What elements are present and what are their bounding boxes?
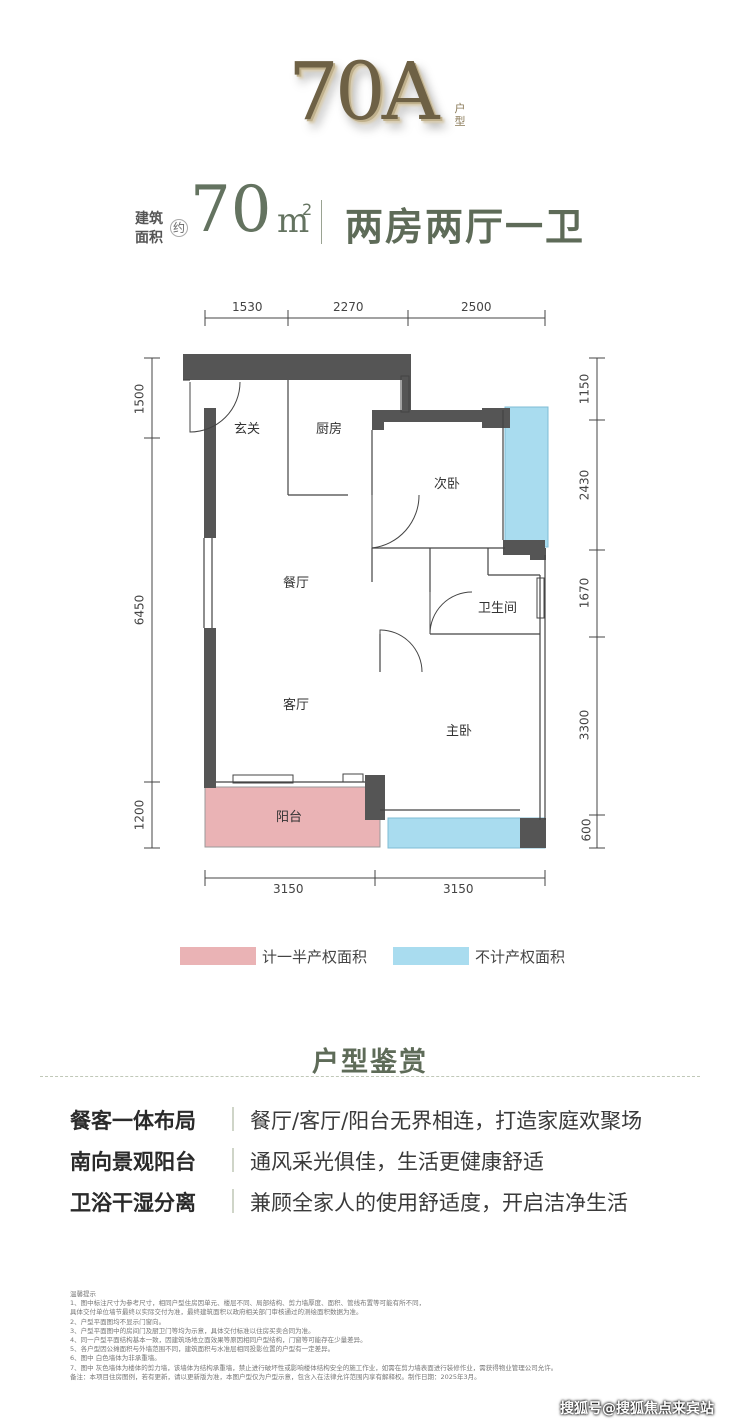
section-title: 户型鉴赏 <box>312 1047 428 1078</box>
notes-line: 1、图中标注尺寸为参考尺寸，相同户型住房因单元、楼层不同、局部结构、剪力墙厚度、… <box>70 1299 426 1308</box>
room-second-bedroom: 次卧 <box>434 477 461 492</box>
legend-swatch-excluded <box>393 947 469 965</box>
east-bay-excluded-area <box>504 406 549 548</box>
area-unit: m <box>277 201 310 241</box>
dim-right-2: 2430 <box>577 469 592 501</box>
south-bay-excluded-area <box>387 817 546 849</box>
feature-title: 南向景观阳台 <box>70 1150 196 1174</box>
legend-label-excluded: 不计产权面积 <box>475 948 566 966</box>
room-master-bedroom: 主卧 <box>446 724 473 739</box>
legend-swatch-half-area <box>180 947 256 965</box>
feature-description: 兼顾全家人的使用舒适度，开启洁净生活 <box>250 1191 628 1215</box>
dim-top-1: 1530 <box>232 300 263 314</box>
balcony-half-area <box>204 786 381 848</box>
notes-line: 具体交付单位墙节最终以实际交付为准，最终建筑面积以政府相关部门审核通过的测绘面积… <box>70 1308 363 1317</box>
disclaimer-notes: 温馨提示 1、图中标注尺寸为参考尺寸，相同户型住房因单元、楼层不同、局部结构、剪… <box>70 1290 690 1382</box>
dim-left-1: 1500 <box>132 383 147 415</box>
room-kitchen: 厨房 <box>316 422 343 437</box>
unit-type: 两房两厅一卫 <box>345 205 586 249</box>
walls <box>183 354 546 848</box>
dim-left-2: 6450 <box>132 594 147 626</box>
dim-bottom-1: 3150 <box>273 882 304 896</box>
feature-title: 餐客一体布局 <box>70 1109 196 1133</box>
notes-line: 2、户型平面图均不显示门窗向。 <box>70 1317 166 1326</box>
feature-divider <box>232 1189 234 1213</box>
dim-right-4: 3300 <box>577 709 592 741</box>
area-qualifier: 约 <box>170 219 188 237</box>
notes-line: 备注：本项目住房图例，若有更新，请以更新版为准，本图户型仅为户型示意，包含入在法… <box>70 1372 481 1381</box>
feature-divider <box>232 1148 234 1172</box>
area-value: 70 <box>190 173 272 247</box>
room-living: 客厅 <box>283 698 310 713</box>
notes-line: 6、图中 白色墙体为非承重墙。 <box>70 1354 161 1363</box>
watermark: 搜狐号@搜狐焦点来宾站 <box>560 1401 714 1417</box>
legend-label-half-area: 计一半产权面积 <box>262 948 368 966</box>
room-balcony: 阳台 <box>276 810 303 825</box>
header-divider <box>321 200 322 244</box>
notes-heading: 温馨提示 <box>70 1290 96 1298</box>
area-unit-superscript: 2 <box>302 200 313 219</box>
notes-line: 5、各户型因公摊面积与外墙范围不同，建筑面积与水准层相同投影位置的户型有一定差异… <box>70 1345 335 1354</box>
floor-plan <box>144 310 605 886</box>
unit-code-suffix: 户型 <box>454 102 466 128</box>
unit-code-title: 70A <box>288 45 440 138</box>
dim-right-3: 1670 <box>577 577 592 609</box>
feature-description: 通风采光俱佳，生活更健康舒适 <box>250 1150 544 1174</box>
dim-bottom-2: 3150 <box>443 882 474 896</box>
notes-line: 4、同一户型平面结构基本一致，因建筑场地立面效果等原因相同户型结构，门窗等可能存… <box>70 1336 367 1345</box>
notes-line: 3、户型平面图中的房间门及厨卫门等均为示意，具体交付标准以住房买卖合同为准。 <box>70 1326 315 1335</box>
feature-description: 餐厅/客厅/阳台无界相连，打造家庭欢聚场 <box>250 1109 643 1133</box>
room-entry: 玄关 <box>234 422 261 437</box>
door-swings <box>189 381 473 673</box>
dim-top-3: 2500 <box>461 300 492 314</box>
area-label: 建筑面积 <box>135 211 163 246</box>
dim-right-1: 1150 <box>577 373 592 405</box>
windows <box>232 375 545 784</box>
section-divider <box>40 1076 700 1078</box>
feature-divider <box>232 1107 234 1131</box>
dim-right-5: 600 <box>579 818 594 842</box>
notes-line: 7、图中 灰色墙体为楼体的剪力墙，该墙体为结构承重墙，禁止进行破坏性或影响楼体结… <box>70 1363 558 1372</box>
dim-left-3: 1200 <box>132 799 147 831</box>
feature-title: 卫浴干湿分离 <box>70 1191 196 1215</box>
dim-top-2: 2270 <box>333 300 364 314</box>
room-bathroom: 卫生间 <box>478 601 518 616</box>
room-dining: 餐厅 <box>283 576 310 591</box>
dimension-lines <box>144 310 605 886</box>
